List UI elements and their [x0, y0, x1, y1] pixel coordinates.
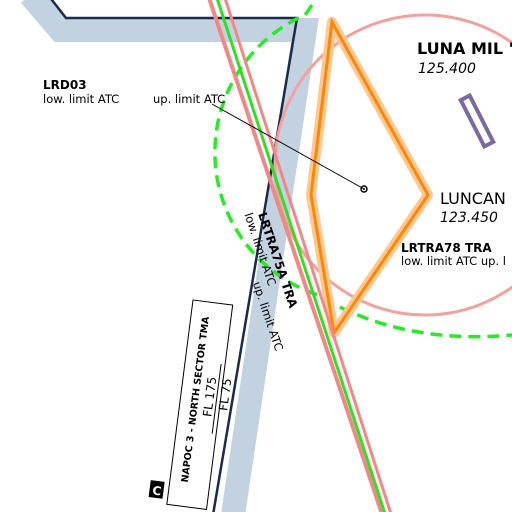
route-line-pink-b: [224, 0, 392, 512]
sector-dashed-boundary: [213, 3, 512, 339]
lrtra78-name-label: LRTRA78 TRA: [401, 241, 492, 255]
napoc3-upper-limit: FL 175: [200, 376, 219, 418]
lrd03-leader-line: [211, 103, 365, 190]
napoc3-lower-limit: FL 75: [216, 377, 234, 411]
luna-mil-frequency-label: 125.400: [418, 61, 476, 77]
luna-mil-boundary-circle: [273, 13, 512, 317]
restricted-zone-marker: [458, 92, 496, 150]
napoc3-box-border: [166, 299, 234, 510]
lrd03-name-label: LRD03: [43, 78, 87, 92]
luncan-name-label: LUNCAN: [440, 189, 506, 208]
airway-corridor-line: [50, 0, 299, 512]
luna-mil-name-label: LUNA MIL ': [417, 39, 512, 58]
airway-corridor-band: [20, 0, 319, 512]
napoc3-limit-divider: [211, 364, 222, 434]
lrd03-up-limit-label: up. limit ATC: [153, 92, 225, 106]
route-line-pink-a: [207, 0, 384, 512]
lrd03-reference-point-center: [363, 188, 365, 190]
lrd03-reference-point: [360, 185, 368, 193]
napoc3-class-letter: C: [152, 483, 163, 498]
lrtra78-limits-label: low. limit ATC up. l: [401, 254, 506, 268]
lrd03-low-limit-label: low. limit ATC: [43, 92, 119, 106]
napoc3-class-badge: [148, 480, 165, 499]
lrtra78-tra-area: [306, 17, 433, 338]
route-line-green: [216, 0, 386, 512]
luncan-frequency-label: 123.450: [440, 210, 498, 226]
